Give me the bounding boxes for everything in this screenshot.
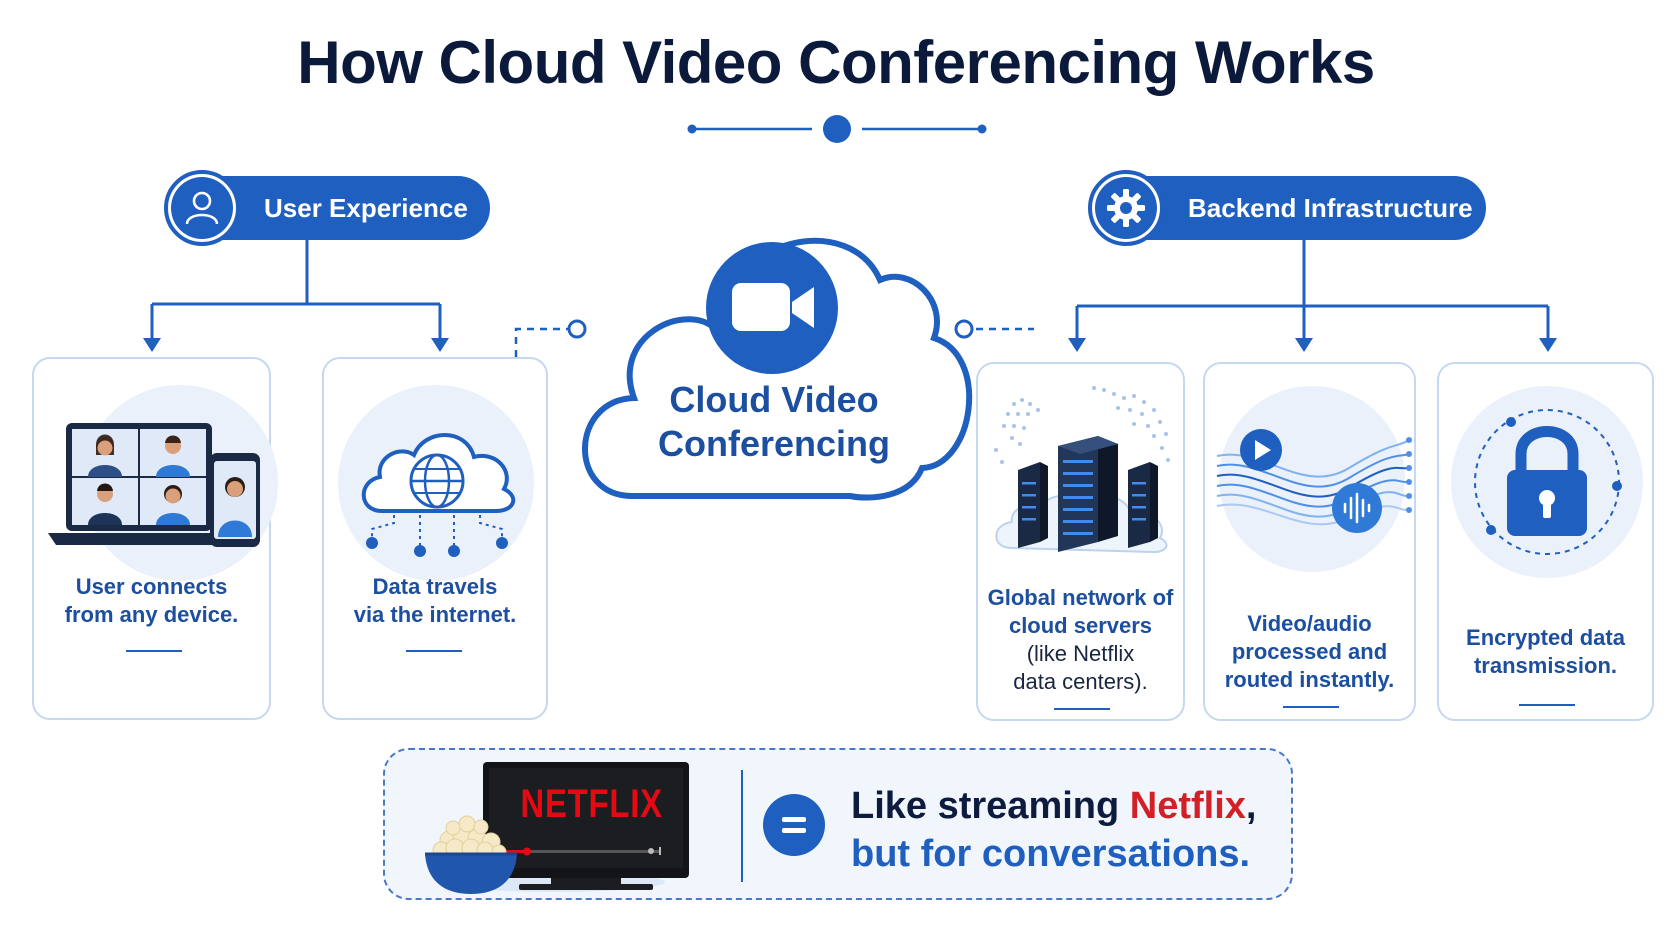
- left-tree: [150, 240, 442, 340]
- banner-divider: [741, 770, 743, 882]
- cloud-globe-icon: [361, 433, 516, 557]
- card-device: User connects from any device.: [32, 357, 278, 720]
- section-label: Backend Infrastructure: [1188, 193, 1473, 223]
- lock-icon: [1474, 409, 1622, 555]
- section-user-experience: User Experience: [164, 170, 490, 246]
- server-rack-icon: [995, 436, 1168, 554]
- card-processing: Video/audio processed and routed instant…: [1203, 362, 1416, 721]
- cloud-label: Cloud Video Conferencing: [657, 379, 890, 464]
- card-internet: Data travels via the internet.: [322, 357, 548, 720]
- devices-icon: [48, 423, 260, 547]
- card-servers: Global network of cloud servers (like Ne…: [976, 362, 1185, 721]
- right-tree: [1075, 240, 1550, 340]
- tv-brand-logo: NETFLIX: [520, 782, 663, 826]
- card-encryption: Encrypted data transmission.: [1437, 362, 1654, 721]
- tv-popcorn-illustration: [425, 762, 689, 894]
- video-camera-icon: [706, 242, 838, 374]
- page-title: How Cloud Video Conferencing Works: [297, 29, 1375, 96]
- gear-icon: [1088, 170, 1164, 246]
- world-dots: [994, 386, 1170, 464]
- netflix-comparison-banner: NETFLIX Like streaming Netflix, but for …: [383, 748, 1293, 900]
- cloud-dashed-links: [514, 327, 1034, 357]
- section-backend-infrastructure: Backend Infrastructure: [1088, 170, 1486, 246]
- section-label: User Experience: [264, 193, 468, 223]
- banner-text: Like streaming Netflix, but for conversa…: [851, 785, 1257, 875]
- user-icon: [164, 170, 240, 246]
- title-ornament: [687, 115, 987, 143]
- waveform-icon: [1216, 429, 1412, 533]
- equals-icon: [763, 794, 825, 856]
